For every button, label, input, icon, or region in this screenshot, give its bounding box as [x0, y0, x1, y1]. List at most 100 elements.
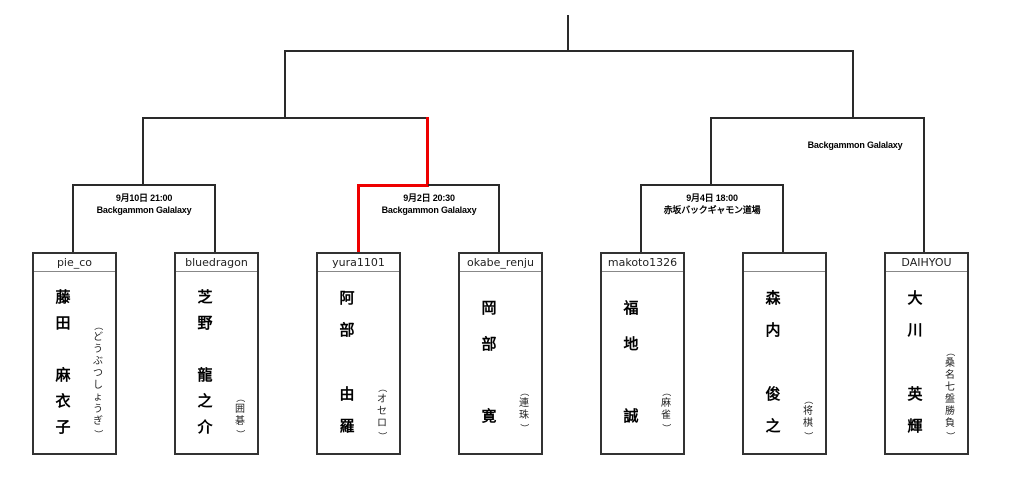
- bracket-line-semi-right-drop-b: [923, 117, 925, 253]
- player-name-char: 英: [907, 385, 923, 403]
- player-handle: bluedragon: [176, 254, 257, 272]
- player-game-char: ぶ: [93, 356, 103, 367]
- player-name-char: 芝: [197, 288, 213, 306]
- player-body: 芝野龍之介（囲碁 ）: [176, 272, 257, 453]
- paren-open: （: [802, 395, 813, 405]
- bracket-line-m2-drop-a-winner: [357, 184, 360, 253]
- paren-open: （: [92, 321, 103, 331]
- player-game-char: 珠: [519, 410, 529, 421]
- player-body: 藤田麻衣子（どうぶつしょうぎ）: [34, 272, 115, 453]
- bracket-line-final-left-drop: [284, 50, 286, 119]
- player-game: （将棋）: [801, 394, 815, 442]
- player-name: 森内俊之: [744, 282, 802, 442]
- paren-open: （: [660, 387, 671, 397]
- player-game: （連珠 ）: [517, 386, 531, 434]
- player-game-char: 名: [945, 370, 955, 381]
- paren-open: （: [376, 383, 387, 393]
- player-game-char: つ: [93, 368, 103, 379]
- player-name-char: 之: [197, 392, 213, 410]
- paren-close: ）: [376, 431, 387, 441]
- paren-open: （: [944, 347, 955, 357]
- bracket-line-champion-stem: [567, 15, 569, 52]
- bracket-line-m2-winner: [357, 184, 429, 187]
- bracket-line-m1-drop-a: [72, 184, 74, 253]
- player-name-char: 部: [339, 321, 355, 339]
- match-date: 9月4日 18:00: [686, 193, 738, 203]
- player-body: 大川英輝（桑名七盤勝負）: [886, 272, 967, 453]
- match-venue: 赤坂バックギャモン道場: [663, 205, 761, 215]
- player-name: 福地誠: [602, 290, 660, 434]
- bracket-line-final-right-drop: [852, 50, 854, 119]
- player-name-char: 岡: [481, 299, 497, 317]
- player-game: （囲碁 ）: [233, 392, 247, 440]
- bracket-line-m3-drop-a: [640, 184, 642, 253]
- player-game-char: 盤: [945, 394, 955, 405]
- match-date: 9月2日 20:30: [403, 193, 455, 203]
- player-game: （麻雀）: [659, 386, 673, 434]
- paren-close: ）: [92, 429, 103, 439]
- match-date: 9月10日 21:00: [115, 193, 173, 203]
- player-handle: makoto1326: [602, 254, 683, 272]
- player-game-char: 碁: [235, 416, 245, 427]
- player-name: 藤田麻衣子: [34, 284, 92, 440]
- player-game-char: ロ: [377, 418, 387, 429]
- paren-close: ）: [234, 429, 245, 439]
- match-label-final-venue: Backgammon Galalaxy: [790, 139, 920, 151]
- player-name-char: 子: [55, 418, 71, 436]
- player-name-char: 龍: [197, 366, 213, 384]
- bracket-line-semi-left: [142, 117, 428, 119]
- paren-close: ）: [944, 431, 955, 441]
- player-name-char: 川: [907, 321, 923, 339]
- bracket-line-m2-drop-b: [498, 184, 500, 253]
- player-game-char: 囲: [235, 404, 245, 415]
- bracket-line-m3: [640, 184, 784, 186]
- player-name-char: 羅: [339, 417, 355, 435]
- player-game-char: う: [93, 344, 103, 355]
- player-name-char: 寛: [481, 407, 497, 425]
- bracket-line-semi-right-drop-a: [710, 117, 712, 186]
- paren-open: （: [518, 387, 529, 397]
- player-game-char: ぎ: [93, 416, 103, 427]
- player-game-char: し: [93, 380, 103, 391]
- player-game-char: ど: [93, 332, 103, 343]
- player-name: 芝野龍之介: [176, 284, 234, 440]
- bracket-line-m3-drop-b: [782, 184, 784, 253]
- paren-open: （: [234, 393, 245, 403]
- player-name-char: 阿: [339, 289, 355, 307]
- bracket-line-semi-left-drop-a: [142, 117, 144, 186]
- match-label-m2: 9月2日 20:30 Backgammon Galalaxy: [359, 192, 499, 216]
- bracket-line-m1-drop-b: [214, 184, 216, 253]
- bracket-line-semi-left-drop-b-winner: [426, 117, 429, 186]
- player-card: bluedragon 芝野龍之介（囲碁 ）: [174, 252, 259, 455]
- player-name: 大川英輝: [886, 282, 944, 442]
- paren-close: ）: [518, 423, 529, 433]
- match-venue: Backgammon Galalaxy: [381, 205, 477, 215]
- player-game-char: う: [93, 404, 103, 415]
- bracket-line-final: [284, 50, 854, 52]
- player-game-char: 将: [803, 406, 813, 417]
- player-name-char: 福: [623, 299, 639, 317]
- player-handle: okabe_renju: [460, 254, 541, 272]
- player-name: 阿部由羅: [318, 282, 376, 442]
- player-name-char: 由: [339, 385, 355, 403]
- player-handle: pie_co: [34, 254, 115, 272]
- player-game-char: オ: [377, 394, 387, 405]
- player-game-char: 七: [945, 382, 955, 393]
- bracket-line-m1: [72, 184, 216, 186]
- player-game-char: 勝: [945, 406, 955, 417]
- bracket-line-semi-right: [710, 117, 925, 119]
- player-game-char: 連: [519, 398, 529, 409]
- player-card: 森内俊之（将棋）: [742, 252, 827, 455]
- player-name-char: 内: [765, 321, 781, 339]
- player-name-char: 田: [55, 314, 71, 332]
- player-name: 岡部寛: [460, 290, 518, 434]
- player-game: （オセロ ）: [375, 382, 389, 442]
- player-game-char: セ: [377, 406, 387, 417]
- player-game: （どうぶつしょうぎ）: [91, 320, 105, 440]
- match-venue: Backgammon Galalaxy: [96, 205, 192, 215]
- player-handle: DAIHYOU: [886, 254, 967, 272]
